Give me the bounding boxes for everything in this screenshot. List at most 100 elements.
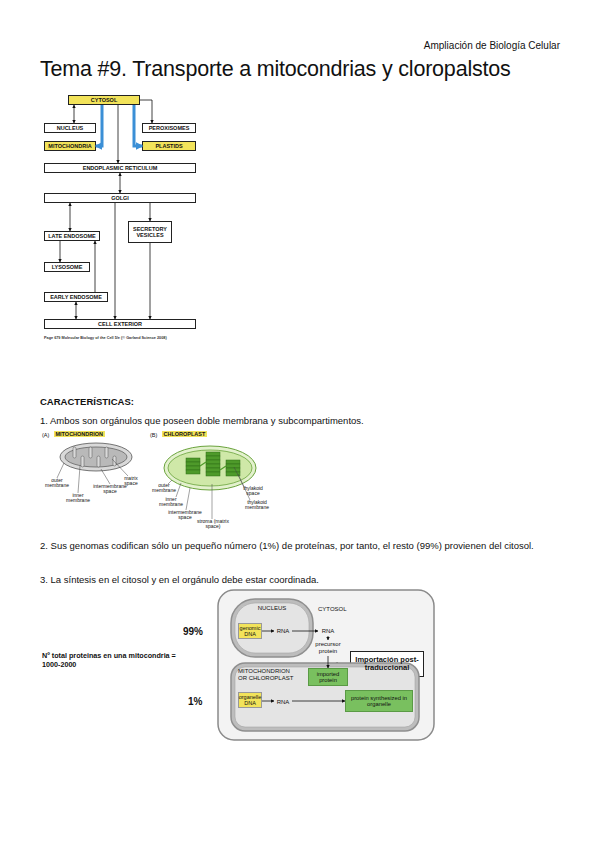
protein-box: imported protein (308, 668, 348, 686)
node-text: SECRETORY VESICLES (129, 226, 171, 238)
transport-arrow (150, 243, 151, 319)
transport-arrow (118, 105, 119, 163)
inner-membrane-shape (235, 603, 309, 653)
page-header: Ampliación de Biología Celular (330, 40, 560, 52)
inner-membrane-shape (168, 450, 252, 486)
import-arrow (96, 105, 102, 146)
transport-arrow (70, 203, 71, 231)
node-text: PLASTIDS (155, 143, 182, 149)
compartment-box: LYSOSOME (44, 262, 90, 272)
stroma-lamellae (200, 462, 226, 470)
node-text: NUCLEUS (258, 605, 287, 612)
compartment-box: PLASTIDS (142, 141, 196, 151)
compartment-box: CELL EXTERIOR (44, 319, 196, 329)
part-label: thylakoid membrane (240, 500, 274, 511)
transport-arrow (140, 100, 152, 123)
compartment-box: MITOCHONDRIA (44, 141, 96, 151)
import-arrow (134, 105, 142, 146)
panel-letter: (A) (42, 432, 49, 438)
part-label: outer membrane (44, 478, 70, 489)
crista (97, 456, 100, 467)
nucleus-shape: NUCLEUS genomic DNA RNA (230, 598, 314, 658)
crista (89, 447, 92, 458)
node-text: EARLY ENDOSOME (50, 294, 102, 300)
percentage: 1% (188, 696, 202, 708)
node-text: Importación post-traduccional (351, 656, 423, 673)
transport-arrow (60, 241, 61, 262)
node-text: CELL EXTERIOR (98, 321, 142, 327)
transport-arrow (262, 631, 274, 632)
node-text: NUCLEUS (57, 125, 84, 131)
rna-text: RNA (274, 697, 292, 707)
node-text: PEROXISOMES (149, 125, 190, 131)
part-label: thylakoid space (238, 486, 268, 497)
transport-arrow (76, 302, 77, 319)
precursor-text: precursor protein (308, 640, 348, 656)
node-text: precursor protein (308, 641, 348, 654)
cell-outline (218, 590, 434, 740)
percentage: 99% (183, 626, 203, 638)
protein-box: protein synthesized in organelle (345, 690, 413, 712)
figure-caption: Page 679 Molecular Biology of the Cell 5… (44, 336, 167, 340)
transport-arrow (262, 701, 274, 702)
compartment-box: NUCLEUS (44, 123, 96, 133)
organelle-shape: MITOCHONDRION OR CHLOROPLASTimported pro… (230, 662, 420, 732)
node-text: genomic DNA (239, 625, 261, 637)
compartment-box: GOLGI (44, 193, 196, 203)
panel-title: MITOCHONDRION (54, 431, 105, 437)
thylakoid-stacks (186, 452, 240, 476)
paragraph: 1. Ambos son orgánulos que poseen doble … (40, 414, 562, 428)
note: Nº total proteinas en una mitocondria = … (42, 652, 196, 669)
paragraph: 2. Sus genomas codifican sólo un pequeño… (40, 539, 562, 553)
paragraph: 3. La síntesis en el citosol y en el org… (40, 573, 562, 587)
part-label: outer membrane (150, 483, 178, 494)
compartment-box: PEROXISOMES (142, 123, 196, 133)
chloroplast-illustration (164, 446, 256, 519)
outer-membrane-shape (231, 663, 419, 731)
transport-arrow (292, 701, 345, 702)
part-label: inner membrane (157, 497, 185, 508)
part-label: inner membrane (64, 493, 92, 504)
crista (81, 456, 84, 467)
node-text: RNA (322, 628, 335, 635)
node-text: RNA (277, 628, 290, 635)
transport-arrow (292, 631, 318, 632)
transport-arrow (74, 105, 75, 123)
node-text: organelle DNA (239, 694, 262, 706)
compartment-box: EARLY ENDOSOME (44, 292, 108, 302)
inner-membrane-shape (235, 667, 415, 727)
node-text: LATE ENDOSOME (48, 233, 96, 239)
compartment-box: SECRETORY VESICLES (128, 221, 172, 243)
crista (105, 447, 108, 458)
node-text: LYSOSOME (52, 264, 83, 270)
node-text: CYTOSOL (91, 97, 118, 103)
compartment-box: ENDOPLASMIC RETICULUM (44, 163, 196, 173)
node-text: MITOCHONDRIA (48, 143, 91, 149)
panel-title: CHLOROPLAST (162, 431, 207, 437)
section-heading: CARACTERÍSTICAS: (40, 397, 134, 408)
node-text: RNA (277, 699, 290, 706)
dna-box: genomic DNA (238, 623, 262, 639)
rna-text: RNA (318, 626, 338, 636)
rna-text: RNA (274, 626, 292, 636)
compartment-label: CYTOSOL (318, 606, 347, 613)
crista (73, 447, 76, 458)
outer-membrane-shape (60, 443, 132, 471)
transport-arrow (328, 636, 329, 640)
transport-arrow (150, 203, 151, 221)
compartment-box: LATE ENDOSOME (44, 231, 100, 241)
transport-arrow (328, 656, 329, 668)
transport-arrow (95, 241, 96, 292)
compartment-box: CYTOSOL (68, 95, 140, 105)
transport-arrow (120, 173, 121, 193)
part-label: intermembrane space (90, 484, 130, 495)
node-text: GOLGI (111, 195, 129, 201)
crista (113, 456, 116, 466)
node-text: ENDOPLASMIC RETICULUM (83, 165, 158, 171)
outer-membrane-shape (231, 599, 313, 657)
panel-letter: (B) (150, 432, 157, 438)
dna-box: organelle DNA (238, 692, 262, 708)
inner-membrane-shape (65, 447, 127, 467)
transport-arrow (115, 203, 116, 319)
